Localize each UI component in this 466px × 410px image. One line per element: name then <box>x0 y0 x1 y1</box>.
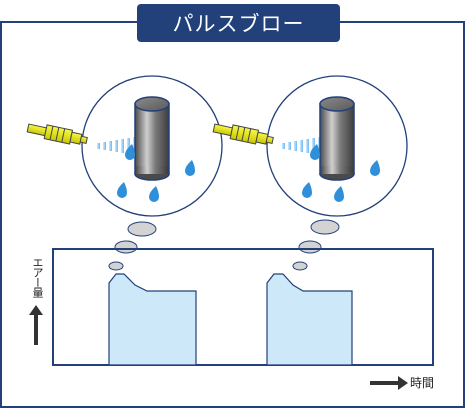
graph-area <box>52 248 434 366</box>
pulse-1 <box>108 273 197 366</box>
y-axis-label: エアー量 <box>31 257 44 297</box>
x-axis-label: 時間 <box>410 376 435 390</box>
page-title: パルスブロー <box>137 4 340 42</box>
y-axis-arrow <box>29 305 43 345</box>
x-axis-arrow <box>370 376 408 390</box>
outer-border <box>0 21 465 408</box>
pulse-2 <box>266 273 353 366</box>
